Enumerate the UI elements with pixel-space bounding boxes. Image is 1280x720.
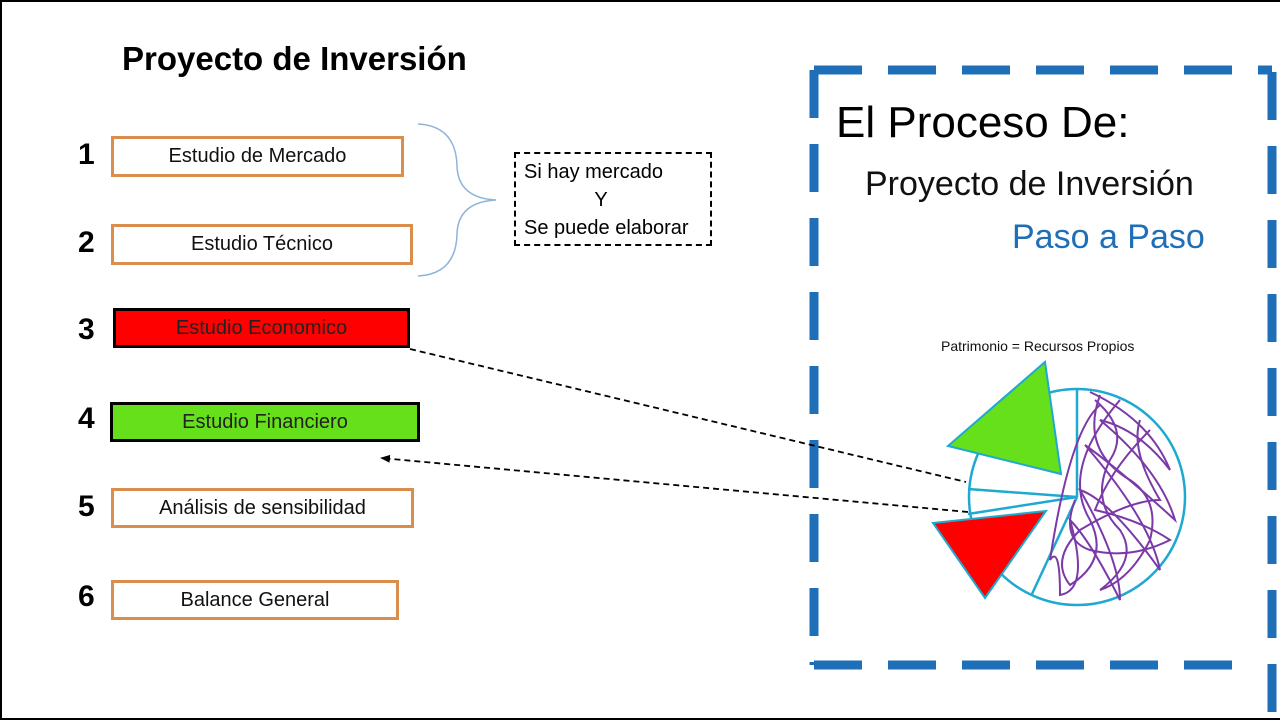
- process-subtitle: Proyecto de Inversión: [865, 165, 1194, 203]
- note-line: Si hay mercado: [524, 161, 663, 183]
- step-number-4: 4: [78, 402, 95, 435]
- note-line: Y: [594, 189, 608, 211]
- step-label: Estudio de Mercado: [168, 145, 347, 167]
- page-title: Proyecto de Inversión: [122, 40, 467, 77]
- step-box-estudio-financiero: Estudio Financiero: [110, 402, 420, 442]
- step-number-1: 1: [78, 138, 95, 171]
- process-title: El Proceso De:: [836, 98, 1130, 147]
- condition-note: Si hay mercado Y Se puede elaborar: [514, 152, 712, 246]
- step-label: Estudio Economico: [175, 316, 348, 339]
- step-label: Análisis de sensibilidad: [159, 496, 366, 519]
- step-number-3: 3: [78, 313, 95, 346]
- step-box-estudio-tecnico: Estudio Técnico: [111, 224, 413, 265]
- step-box-analisis-sensibilidad: Análisis de sensibilidad: [111, 488, 414, 528]
- step-number-5: 5: [78, 490, 95, 523]
- step-label: Balance General: [180, 588, 330, 611]
- step-box-estudio-mercado: Estudio de Mercado: [111, 136, 404, 177]
- note-line: Se puede elaborar: [524, 217, 689, 239]
- step-label: Estudio Financiero: [182, 410, 348, 433]
- step-number-6: 6: [78, 580, 95, 613]
- step-number-2: 2: [78, 226, 95, 259]
- process-accent: Paso a Paso: [1012, 218, 1205, 256]
- pie-label: Patrimonio = Recursos Propios: [941, 338, 1135, 354]
- step-box-balance-general: Balance General: [111, 580, 399, 620]
- step-box-estudio-economico: Estudio Economico: [113, 308, 410, 348]
- step-label: Estudio Técnico: [191, 233, 333, 255]
